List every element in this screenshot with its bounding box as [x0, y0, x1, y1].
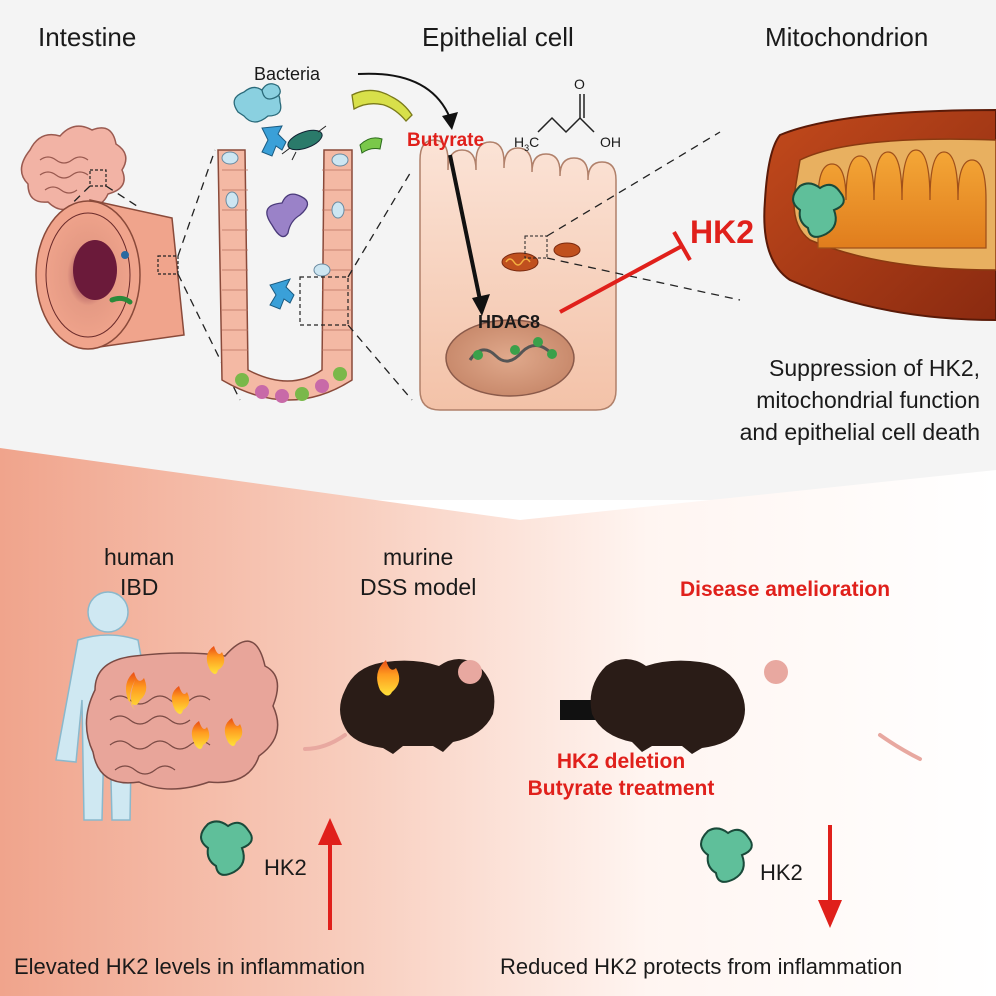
mitochondrion-summary: Suppression of HK2, mitochondrial functi… — [740, 352, 980, 449]
hk2-label-left: HK2 — [264, 855, 307, 880]
reduced-hk2-caption: Reduced HK2 protects from inflammation — [500, 954, 903, 979]
human-ibd-label: human IBD — [104, 543, 174, 603]
butyrate-to-hdac8-arrow — [448, 154, 482, 301]
butyrate-treatment-label: Butyrate treatment — [527, 777, 715, 801]
epithelial-cell — [419, 139, 617, 411]
butyrate-structure — [537, 94, 595, 134]
bacteria-label: Bacteria — [254, 64, 321, 84]
hdac8-inhibits-hk2-line — [559, 244, 683, 314]
elevated-hk2-caption: Elevated HK2 levels in inflammation — [14, 954, 365, 979]
human-label-line-2: IBD — [119, 573, 159, 600]
bacteria-icons — [233, 83, 413, 310]
formula-o: O — [574, 76, 585, 92]
butyrate-label: Butyrate — [407, 130, 485, 151]
hk2-protein-right — [700, 827, 753, 883]
section-title-intestine: Intestine — [38, 22, 137, 52]
mouse-dss-model — [303, 659, 495, 754]
summary-line-2: mitochondrial function — [756, 387, 980, 414]
murine-label-line-2: DSS model — [360, 573, 477, 600]
hk2-inhibited-label: HK2 — [690, 214, 755, 250]
formula-h3c: H3C — [514, 134, 540, 153]
intestinal-crypt-icon — [217, 149, 353, 403]
murine-dss-label: murine DSS model — [360, 543, 476, 603]
summary-line-1: Suppression of HK2, — [769, 355, 980, 381]
hdac8-label: HDAC8 — [478, 312, 541, 332]
disease-amelioration-label: Disease amelioration — [680, 578, 891, 601]
inflamed-intestine — [85, 640, 279, 790]
mitochondrion-illustration — [763, 108, 996, 322]
summary-line-3: and epithelial cell death — [739, 419, 980, 446]
hk2-deletion-label: HK2 deletion — [556, 750, 686, 773]
mito-small-1 — [501, 252, 539, 272]
human-label-line-1: human — [104, 544, 175, 570]
intestine-tube-icon — [35, 199, 185, 350]
hk2-protein-left — [200, 820, 253, 876]
bottom-panel-background — [0, 448, 996, 996]
murine-label-line-1: murine — [383, 544, 454, 570]
formula-oh: OH — [600, 134, 621, 150]
hk2-label-right: HK2 — [760, 860, 803, 885]
bacteria-to-butyrate-arrow — [357, 72, 451, 119]
hk2-protein-mito — [792, 182, 845, 238]
mouse-treated — [590, 659, 922, 761]
section-title-epithelial-cell: Epithelial cell — [422, 22, 574, 52]
intervention-labels: HK2 deletion Butyrate treatment — [516, 748, 726, 803]
small-intestine-icon — [20, 125, 127, 211]
section-title-mitochondrion: Mitochondrion — [765, 22, 929, 52]
